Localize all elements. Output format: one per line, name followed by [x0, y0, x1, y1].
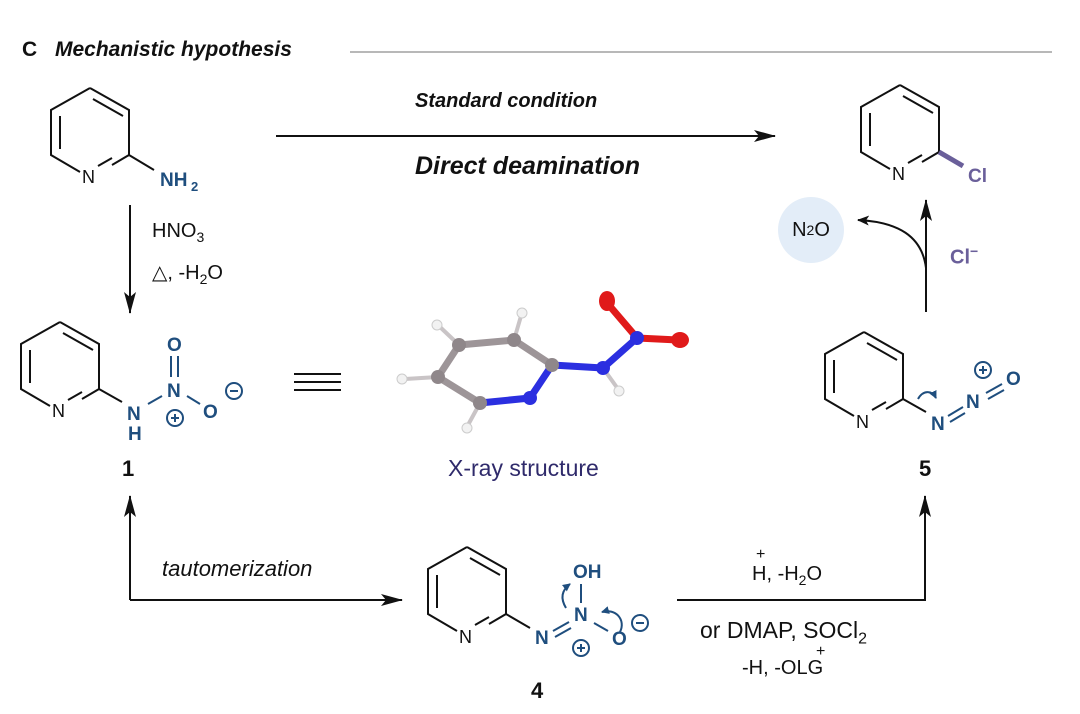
nitration-conditions: △, -H2O	[152, 262, 223, 287]
compound-number-4: 4	[531, 678, 544, 703]
ring-nitrogen-label: N	[459, 627, 472, 647]
c-cl-bond	[937, 149, 965, 169]
svg-text:N: N	[931, 414, 945, 435]
svg-text:N: N	[167, 381, 181, 402]
hydroxy-azoxy-bonds	[552, 583, 649, 657]
svg-text:O: O	[167, 335, 182, 356]
diazonium-bonds	[917, 361, 1005, 423]
svg-text:N: N	[966, 392, 980, 413]
ring-nitrogen-label: N	[52, 401, 65, 421]
chloride-ion: Cl−	[950, 243, 979, 269]
title-divider	[350, 51, 1052, 53]
svg-text:O: O	[1006, 369, 1021, 390]
svg-text:N: N	[127, 404, 141, 425]
svg-text:H: H	[128, 424, 142, 445]
ring-nitrogen-label: N	[892, 164, 905, 184]
activation-arrow	[677, 495, 931, 601]
xray-structure-label: X-ray structure	[448, 455, 599, 481]
structure-2-chloropyridine	[860, 84, 940, 170]
structure-compound-4	[427, 546, 531, 632]
structure-compound-5	[824, 331, 927, 417]
compound-number-1: 1	[122, 456, 135, 481]
structure-2-aminopyridine	[50, 87, 155, 173]
nitramine-bonds	[147, 356, 243, 427]
diazonium-nitroso-group: N N O	[931, 369, 1021, 435]
nitration-reagent: HNO3	[152, 220, 205, 245]
nitramine-group: N H N O O	[127, 335, 218, 445]
tautomerization-label: tautomerization	[162, 556, 313, 581]
ring-nitrogen-label: N	[856, 412, 869, 432]
leaving-group-conditions: -H+, -OLG	[742, 643, 826, 679]
structure-compound-1	[20, 321, 123, 407]
standard-condition-label: Standard condition	[415, 90, 598, 112]
acid-conditions: H+, -H2O	[752, 546, 823, 588]
ring-nitrogen-label: N	[82, 167, 95, 187]
svg-text:OH: OH	[573, 562, 602, 583]
chloro-label: Cl	[968, 166, 987, 187]
svg-text:O: O	[203, 402, 218, 423]
panel-title: Mechanistic hypothesis	[55, 38, 292, 61]
direct-deamination-label: Direct deamination	[415, 152, 641, 180]
xray-structure-model	[396, 291, 689, 434]
compound-number-5: 5	[919, 456, 932, 481]
equivalence-sign	[294, 373, 341, 391]
hydroxy-azoxy-group: N N OH O	[535, 562, 627, 650]
svg-text:N: N	[535, 628, 549, 649]
amino-subscript: 2	[191, 179, 198, 194]
amino-group-label: NH	[160, 170, 187, 191]
svg-text:N: N	[574, 605, 588, 626]
dmap-socl2-conditions: or DMAP, SOCl2	[700, 617, 867, 648]
panel-letter: C	[22, 38, 38, 61]
n2o-release-arrow	[857, 215, 927, 269]
svg-text:O: O	[612, 629, 627, 650]
